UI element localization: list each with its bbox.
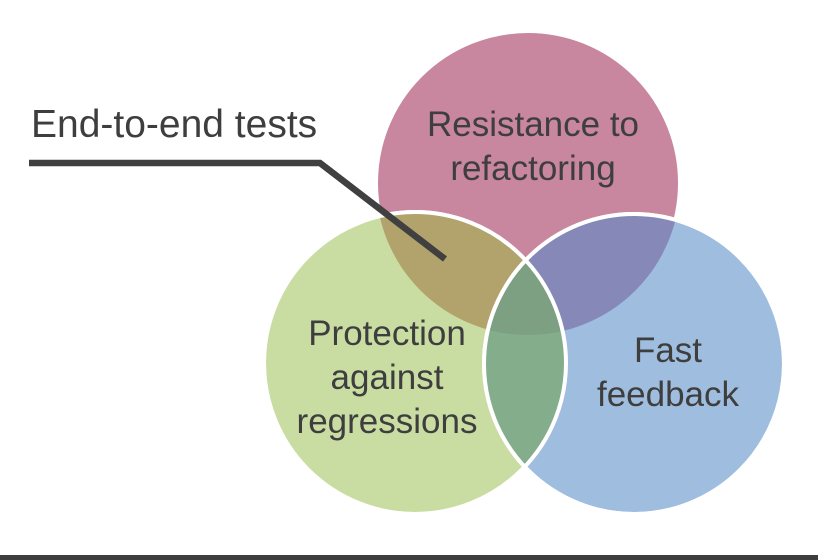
label-line: regressions bbox=[296, 402, 478, 441]
circle-fast-outline bbox=[482, 212, 786, 516]
label-protection-against-regressions: Protection against regressions bbox=[297, 312, 478, 444]
overlap-resistance-fast bbox=[484, 214, 680, 335]
label-line: Fast bbox=[633, 331, 703, 370]
label-line: Resistance to bbox=[426, 105, 640, 144]
label-line: Protection bbox=[308, 314, 466, 353]
label-line: feedback bbox=[596, 375, 740, 414]
label-fast-feedback: Fast feedback bbox=[597, 329, 739, 417]
annotation-label: End-to-end tests bbox=[31, 103, 317, 147]
annotation-label-text: End-to-end tests bbox=[31, 103, 318, 146]
label-line: against bbox=[330, 358, 444, 397]
label-line: refactoring bbox=[450, 149, 616, 188]
annotation-callout-line bbox=[29, 159, 447, 262]
circle-protection-outline bbox=[262, 210, 568, 516]
footer-bar bbox=[0, 555, 818, 560]
label-resistance-to-refactoring: Resistance to refactoring bbox=[427, 103, 639, 191]
overlap-resistance-protection bbox=[376, 212, 566, 335]
